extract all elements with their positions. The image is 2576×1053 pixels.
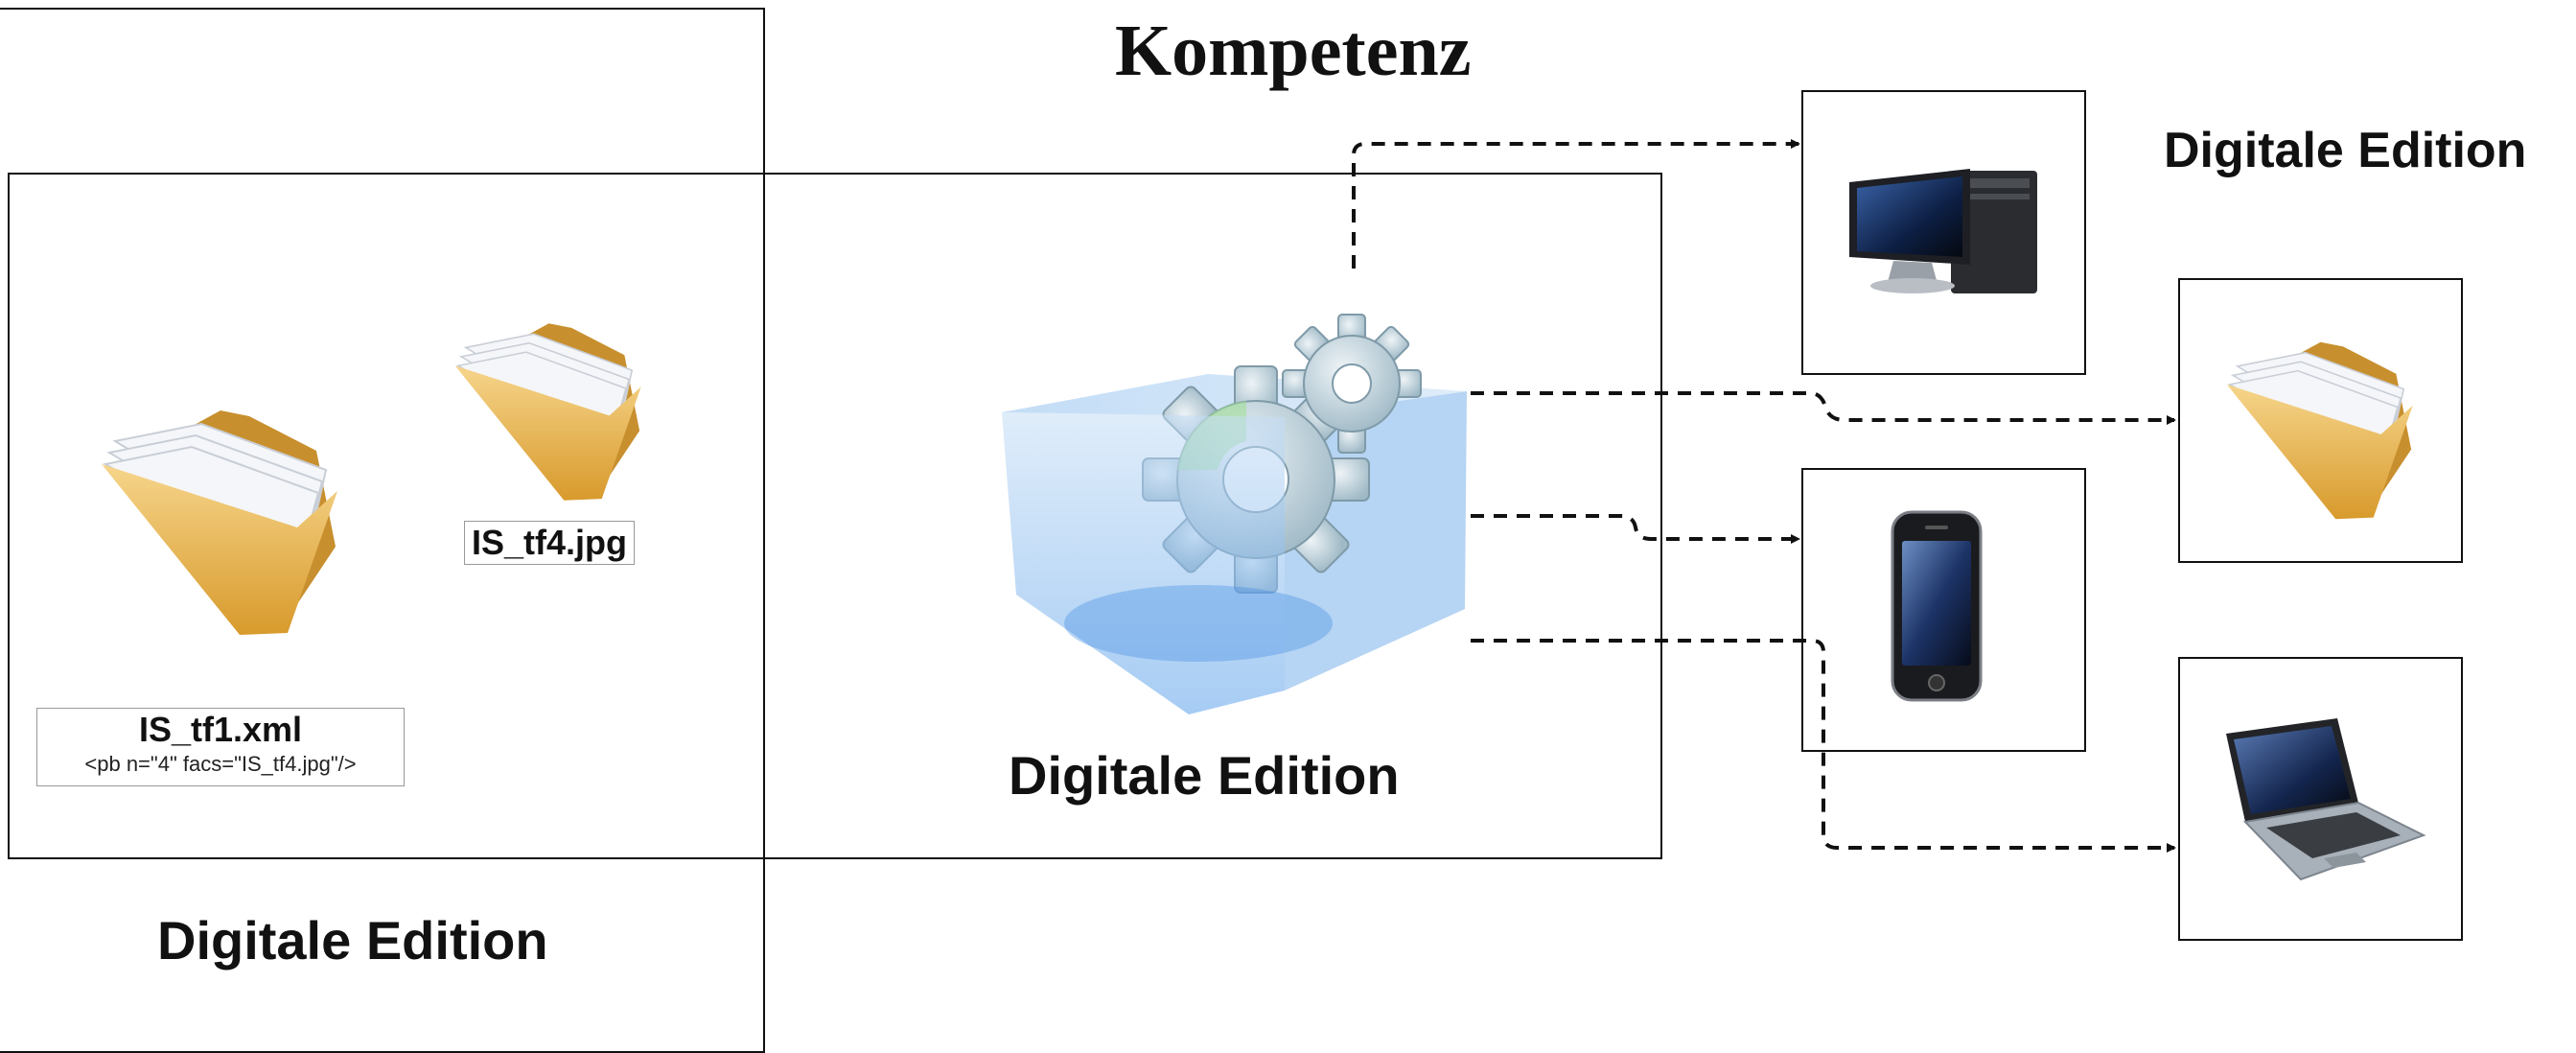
laptop-icon xyxy=(2226,718,2426,881)
folder-output-box xyxy=(2178,278,2463,563)
phone-box xyxy=(1801,468,2086,752)
xml-file-label: IS_tf1.xml xyxy=(138,710,303,749)
desktop-box xyxy=(1801,90,2086,375)
connector-to-laptop xyxy=(1471,639,2176,853)
folder-icon xyxy=(2226,341,2413,520)
connector-to-desktop xyxy=(1352,139,1800,269)
edition-frame xyxy=(8,173,1662,859)
folder-icon xyxy=(454,323,641,501)
center-edition-label: Digitale Edition xyxy=(1009,745,1400,806)
right-edition-label: Digitale Edition xyxy=(2164,123,2527,178)
connector-to-folder xyxy=(1471,391,2176,425)
diagram-title: Kompetenz xyxy=(1115,11,1472,91)
jpg-file-label: IS_tf4.jpg xyxy=(464,521,635,565)
xml-file-caption: IS_tf1.xml <pb n="4" facs="IS_tf4.jpg"/> xyxy=(36,708,405,786)
left-edition-label: Digitale Edition xyxy=(157,910,548,971)
gears-in-cube-icon xyxy=(1002,314,1467,714)
smartphone-icon xyxy=(1891,510,1983,702)
folder-icon xyxy=(102,410,337,635)
xml-snippet: <pb n="4" facs="IS_tf4.jpg"/> xyxy=(84,752,357,776)
desktop-computer-icon xyxy=(1849,169,2037,293)
laptop-box xyxy=(2178,657,2463,941)
connector-to-phone xyxy=(1471,514,1800,544)
